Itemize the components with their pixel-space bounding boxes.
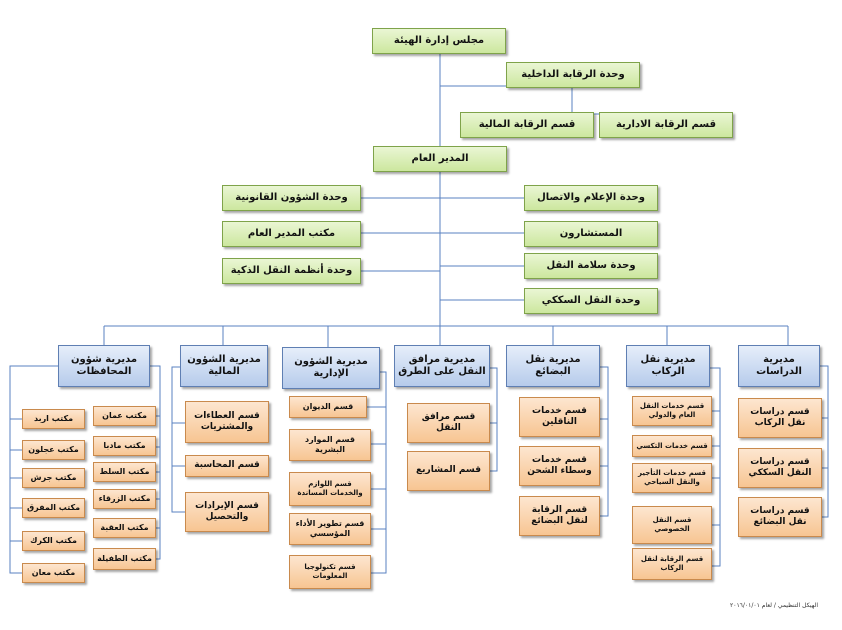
board-box: مجلس إدارة الهيئة: [372, 28, 506, 54]
passengers-taxi-section: قسم خدمات التكسي: [632, 435, 712, 457]
admin-it-section: قسم تكنولوجيا المعلومات: [289, 555, 371, 589]
studies-rail-section: قسم دراسات النقل السككي: [738, 448, 822, 488]
road-facilities-directorate-box: مديرية مرافق النقل على الطرق: [394, 345, 490, 387]
office-aqaba: مكتب العقبة: [93, 518, 156, 538]
internal-audit-box: وحدة الرقابة الداخلية: [506, 62, 640, 88]
office-madaba: مكتب مادبا: [93, 436, 156, 456]
media-unit-box: وحدة الإعلام والاتصال: [524, 185, 658, 211]
passengers-rental-section: قسم خدمات التأجير والنقل السياحي: [632, 463, 712, 493]
financial-control-box: قسم الرقابة المالية: [460, 112, 594, 138]
passengers-public-intl-section: قسم خدمات النقل العام والدولي: [632, 396, 712, 426]
admin-performance-section: قسم تطوير الأداء المؤسسي: [289, 513, 371, 545]
office-zarqa: مكتب الزرقاء: [93, 489, 156, 509]
finance-directorate-box: مديرية الشؤون المالية: [180, 345, 268, 387]
studies-directorate-box: مديرية الدراسات: [738, 345, 820, 387]
governorates-directorate-box: مديرية شؤون المحافظات: [58, 345, 150, 387]
admin-directorate-box: مديرية الشؤون الإدارية: [282, 347, 380, 389]
finance-accounting-section: قسم المحاسبة: [185, 455, 269, 477]
rail-unit-box: وحدة النقل السككي: [524, 288, 658, 314]
legal-unit-box: وحدة الشؤون القانونية: [222, 185, 361, 211]
smart-transport-unit-box: وحدة أنظمة النقل الذكية: [222, 258, 361, 284]
road-facilities-section: قسم مرافق النقل: [407, 403, 490, 443]
office-mafraq: مكتب المفرق: [22, 498, 85, 518]
road-projects-section: قسم المشاريع: [407, 451, 490, 491]
office-karak: مكتب الكرك: [22, 531, 85, 551]
admin-hr-section: قسم الموارد البشرية: [289, 429, 371, 461]
passengers-control-section: قسم الرقابة لنقل الركاب: [632, 548, 712, 580]
goods-directorate-box: مديرية نقل البضائع: [506, 345, 600, 387]
office-irbid: مكتب اربد: [22, 409, 85, 429]
office-salt: مكتب السلط: [93, 462, 156, 482]
admin-supplies-section: قسم اللوازم والخدمات المساندة: [289, 472, 371, 506]
finance-tenders-section: قسم العطاءات والمشتريات: [185, 401, 269, 443]
goods-control-section: قسم الرقابة لنقل البضائع: [519, 496, 600, 536]
finance-revenue-section: قسم الإيرادات والتحصيل: [185, 492, 269, 532]
office-maan: مكتب معان: [22, 563, 85, 583]
office-ajloun: مكتب عجلون: [22, 440, 85, 460]
passengers-directorate-box: مديرية نقل الركاب: [626, 345, 710, 387]
office-jerash: مكتب جرش: [22, 468, 85, 488]
dg-office-box: مكتب المدير العام: [222, 221, 361, 247]
director-general-box: المدير العام: [373, 146, 507, 172]
goods-brokers-section: قسم خدمات وسطاء الشحن: [519, 446, 600, 486]
admin-control-box: قسم الرقابة الادارية: [599, 112, 733, 138]
transport-safety-unit-box: وحدة سلامة النقل: [524, 253, 658, 279]
advisors-box: المستشارون: [524, 221, 658, 247]
goods-carriers-section: قسم خدمات الناقلين: [519, 397, 600, 437]
footer-caption: الهيكل التنظيمي / لعام ٢٠١٦/٠١/٠١: [730, 602, 818, 609]
office-amman: مكتب عمان: [93, 406, 156, 426]
passengers-private-section: قسم النقل الخصوصي: [632, 506, 712, 544]
studies-passengers-section: قسم دراسات نقل الركاب: [738, 398, 822, 438]
studies-goods-section: قسم دراسات نقل البضائع: [738, 497, 822, 537]
office-tafila: مكتب الطفيلة: [93, 548, 156, 570]
admin-diwan-section: قسم الديوان: [289, 396, 367, 418]
